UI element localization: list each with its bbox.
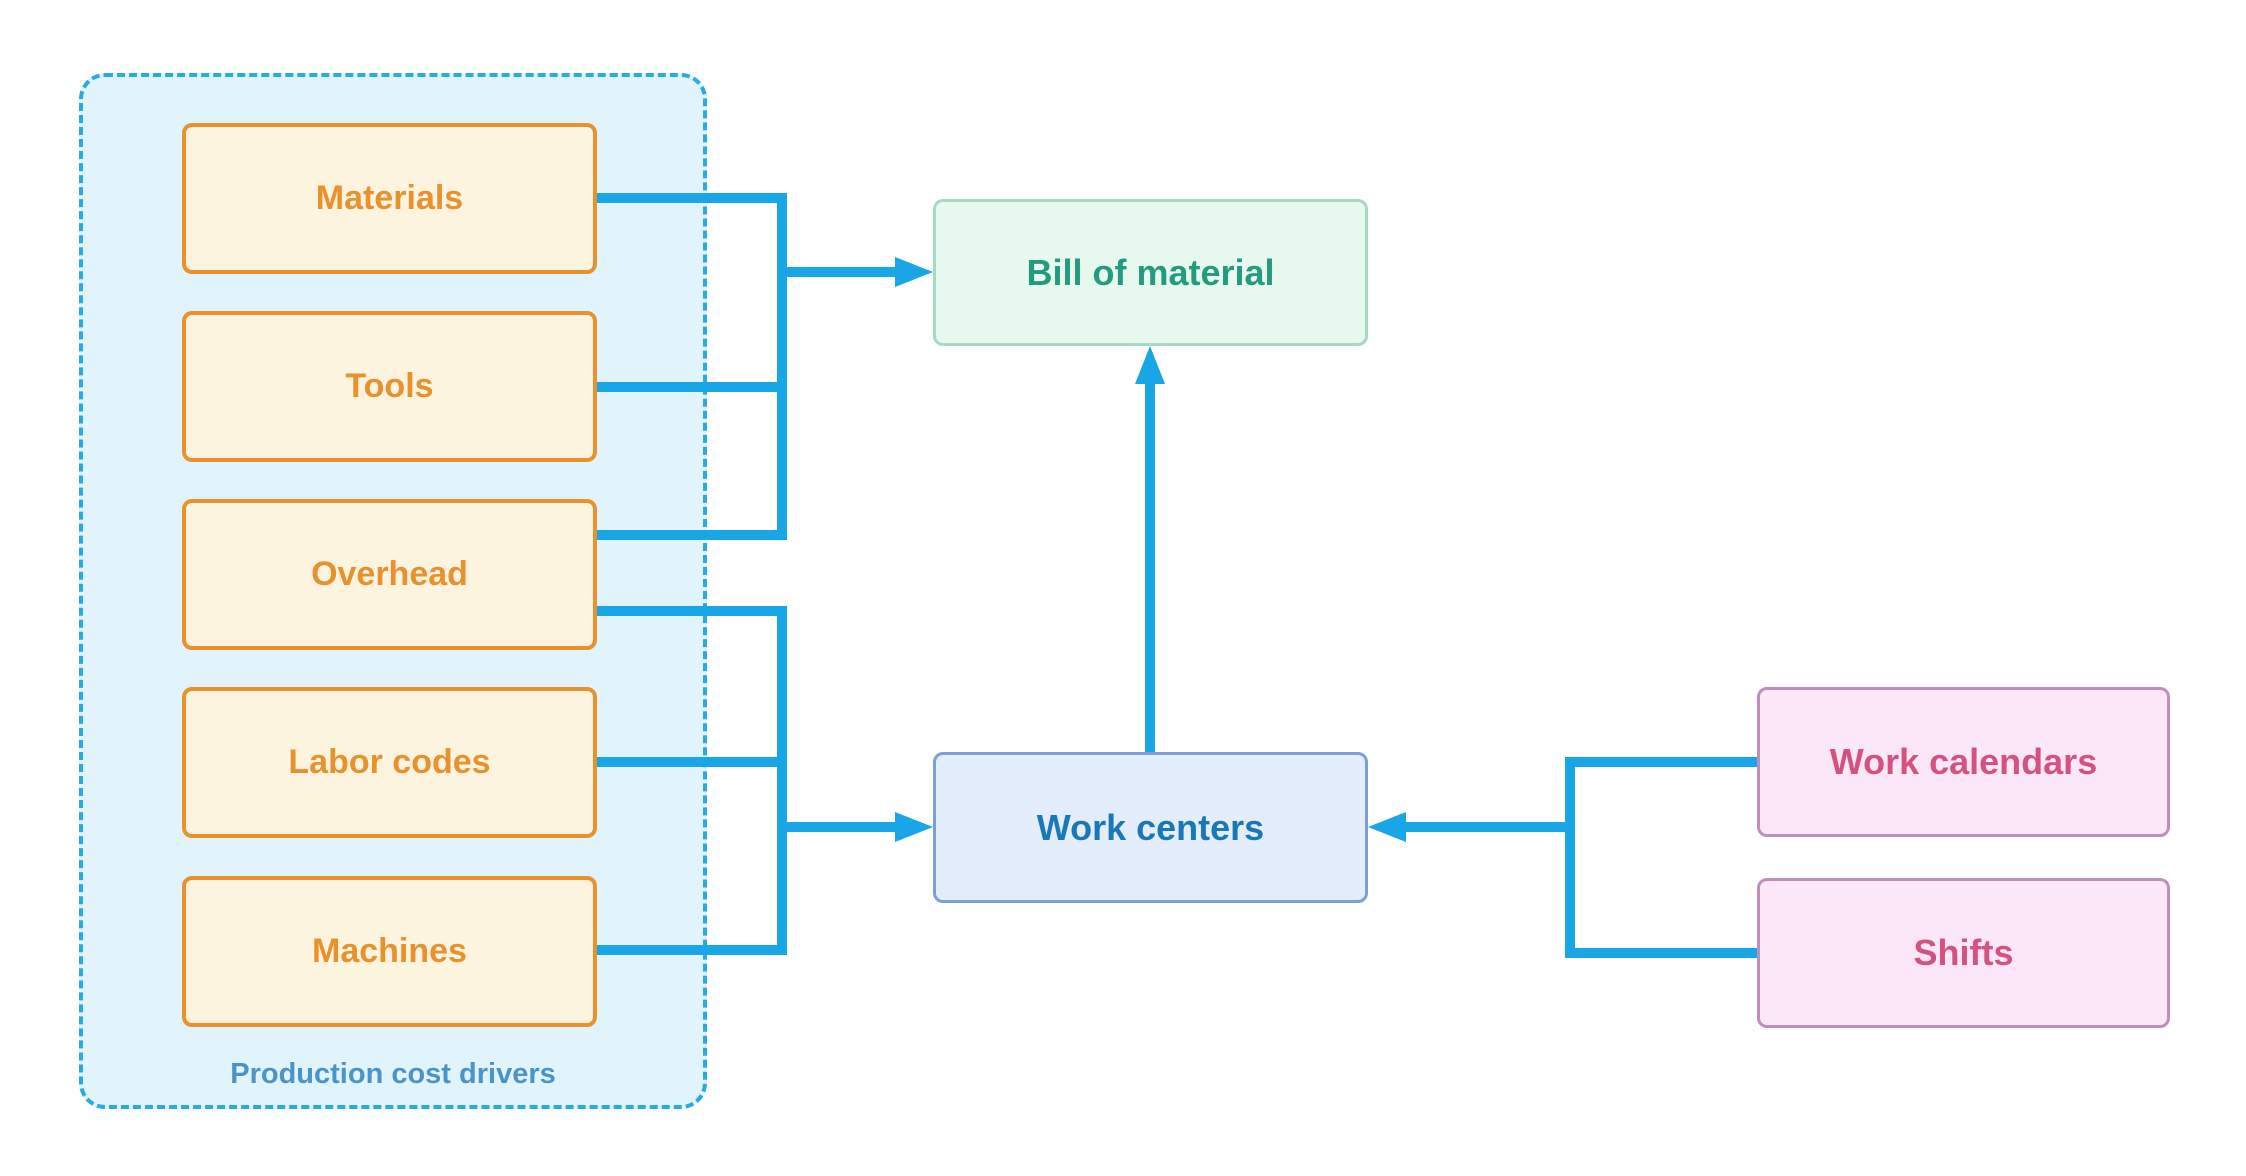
node-shifts: Shifts xyxy=(1757,878,2170,1028)
arrowhead-into-bill-of-material-bottom xyxy=(1135,346,1165,384)
node-bill-of-material: Bill of material xyxy=(933,199,1368,346)
node-overhead-label: Overhead xyxy=(311,555,468,593)
node-materials-label: Materials xyxy=(315,179,464,217)
node-work-centers: Work centers xyxy=(933,752,1368,903)
connector-wc-group-v xyxy=(777,606,787,955)
node-machines: Machines xyxy=(182,876,597,1027)
connector-overhead-bottom-h xyxy=(597,606,787,616)
connector-machines-h xyxy=(597,945,787,955)
node-labor-codes: Labor codes xyxy=(182,687,597,838)
node-labor-codes-label: Labor codes xyxy=(288,743,491,781)
arrowhead-into-work-centers-right xyxy=(1368,812,1406,842)
node-shifts-label: Shifts xyxy=(1913,932,2014,973)
connector-to-wc-h xyxy=(777,822,895,832)
arrowhead-into-bill-of-material xyxy=(895,257,933,287)
node-work-calendars: Work calendars xyxy=(1757,687,2170,837)
connector-overhead-top-h xyxy=(597,530,787,540)
connector-materials-h xyxy=(597,193,787,203)
connector-tools-h xyxy=(597,382,787,392)
node-materials: Materials xyxy=(182,123,597,274)
node-tools: Tools xyxy=(182,311,597,462)
connector-work-calendars-h xyxy=(1565,757,1757,767)
node-tools-label: Tools xyxy=(345,367,434,405)
connector-bom-group-v xyxy=(777,193,787,540)
group-label: Production cost drivers xyxy=(230,1058,556,1090)
node-work-calendars-label: Work calendars xyxy=(1829,741,2098,782)
node-bill-of-material-label: Bill of material xyxy=(1026,251,1275,293)
connector-to-bom-h xyxy=(777,267,895,277)
connector-right-group-v xyxy=(1565,757,1575,958)
connector-to-wc-right-h xyxy=(1406,822,1575,832)
arrowhead-into-work-centers-left xyxy=(895,812,933,842)
node-machines-label: Machines xyxy=(312,932,467,970)
node-overhead: Overhead xyxy=(182,499,597,650)
connector-shifts-h xyxy=(1565,948,1757,958)
connector-wc-to-bom-v xyxy=(1145,384,1155,752)
connector-labor-codes-h xyxy=(597,757,787,767)
node-work-centers-label: Work centers xyxy=(1036,806,1265,848)
